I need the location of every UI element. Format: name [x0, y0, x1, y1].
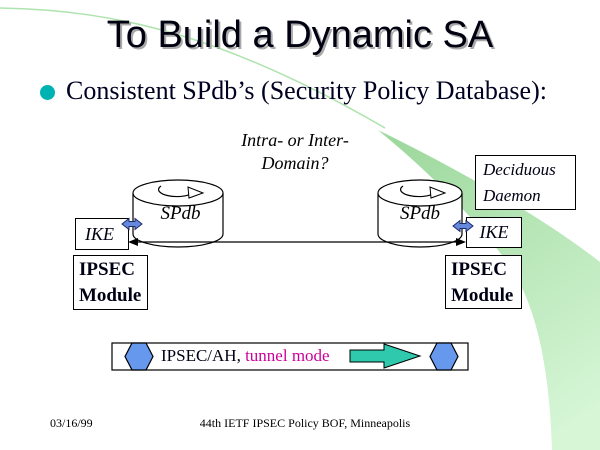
- domain-question-line2: Domain?: [261, 153, 329, 173]
- bullet-item: Consistent SPdb’s (Security Policy Datab…: [40, 75, 547, 106]
- deciduous-daemon-line2: Daemon: [483, 186, 541, 205]
- peer-link-arrowhead-left: [128, 238, 138, 246]
- spdb-label-right: SPdb: [399, 203, 441, 224]
- tunnel-direction-arrow: [349, 343, 422, 369]
- refresh-arrowhead-left: [187, 186, 205, 199]
- ipsec-module-right-line2: Module: [451, 285, 514, 306]
- refresh-arrow-icon-right: [399, 185, 436, 198]
- ike-box-left: IKE: [75, 218, 129, 250]
- refresh-arrow-icon-left: [157, 185, 194, 198]
- ipsec-module-left-line1: IPSEC: [79, 259, 135, 280]
- deciduous-daemon-box: Deciduous Daemon: [475, 155, 576, 210]
- ipsec-module-left-line2: Module: [79, 285, 142, 306]
- bullet-text: Consistent SPdb’s (Security Policy Datab…: [66, 76, 547, 105]
- refresh-arrowhead-right: [429, 186, 447, 199]
- ike-box-right: IKE: [466, 217, 522, 248]
- ipsec-module-box-left: IPSEC Module: [73, 255, 148, 310]
- footer-title: 44th IETF IPSEC Policy BOF, Minneapolis: [199, 416, 411, 430]
- domain-question-label: Intra- or Inter- Domain?: [205, 129, 385, 175]
- bullet-dot-icon: [40, 85, 55, 100]
- endpoint-hexagon-right: [429, 342, 459, 371]
- page-title: To Build a Dynamic SA: [106, 14, 494, 56]
- deciduous-daemon-line1: Deciduous: [483, 160, 556, 179]
- ipsec-module-right-line1: IPSEC: [451, 259, 507, 280]
- domain-question-line1: Intra- or Inter-: [241, 130, 349, 150]
- endpoint-hexagon-left: [124, 342, 154, 371]
- ipsec-module-box-right: IPSEC Module: [445, 255, 522, 309]
- spdb-label-left: SPdb: [160, 203, 201, 224]
- tunnel-label-plain: IPSEC/AH,: [161, 346, 246, 365]
- tunnel-label: IPSEC/AH, tunnel mode: [161, 345, 330, 367]
- peer-link-arrowhead-right: [456, 238, 466, 246]
- tunnel-label-mode: tunnel mode: [245, 346, 330, 365]
- footer-date: 03/16/99: [50, 416, 93, 430]
